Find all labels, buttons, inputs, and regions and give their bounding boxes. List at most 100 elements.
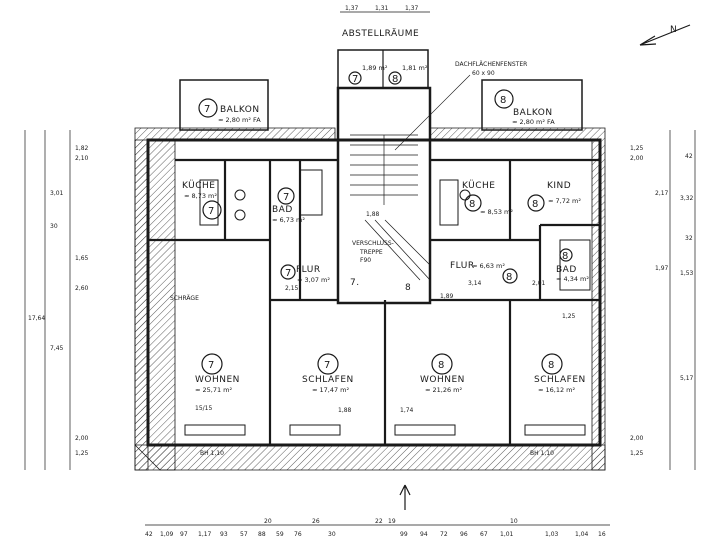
windows-bottom xyxy=(184,424,586,436)
room-circles xyxy=(198,71,573,375)
room-area: 1,81 m² xyxy=(402,64,428,72)
svg-text:5,17: 5,17 xyxy=(680,375,694,382)
room-area: ≈ 8,73 m² xyxy=(184,192,217,200)
svg-text:SCHRÄGE: SCHRÄGE xyxy=(170,295,199,302)
walls-apt-7 xyxy=(148,158,338,445)
svg-text:2,17: 2,17 xyxy=(655,190,669,197)
room-name: FLUR xyxy=(296,265,321,275)
room-name: SCHLAFEN xyxy=(534,375,586,385)
svg-text:2,00: 2,00 xyxy=(75,435,89,442)
dims-top: 1,37 1,31 1,37 xyxy=(345,5,419,12)
svg-text:1,03: 1,03 xyxy=(545,531,559,538)
room-labels: 7 BALKON ≈ 2,80 m² FA 8 BALKON ≈ 2,80 m²… xyxy=(182,64,589,394)
svg-text:BH 1,10: BH 1,10 xyxy=(530,450,554,457)
svg-text:1,65: 1,65 xyxy=(75,255,89,262)
room-name: KÜCHE xyxy=(462,180,496,191)
balkon-7-outline xyxy=(179,79,269,131)
room-area: ≈ 16,12 m² xyxy=(538,386,576,394)
dachfenster-label: DACHFLÄCHENFENSTER xyxy=(455,61,527,68)
svg-text:1,09: 1,09 xyxy=(160,531,174,538)
svg-text:2,60: 2,60 xyxy=(75,285,89,292)
svg-text:1,88: 1,88 xyxy=(338,407,352,414)
svg-text:1,25: 1,25 xyxy=(630,450,644,457)
svg-text:1,88: 1,88 xyxy=(366,211,380,218)
room-name: WOHNEN xyxy=(195,375,240,385)
room-name: KIND xyxy=(547,181,571,191)
svg-text:96: 96 xyxy=(460,531,468,538)
room-num: 8 xyxy=(438,360,444,371)
outer-wall xyxy=(146,138,602,447)
svg-text:72: 72 xyxy=(440,531,448,538)
dim-lines xyxy=(24,11,696,526)
svg-text:1,25: 1,25 xyxy=(562,313,576,320)
dims-bottom: 42 1,09 97 1,17 93 57 88 59 76 20 26 30 … xyxy=(145,518,606,538)
section-marker xyxy=(399,484,411,510)
svg-text:1,89: 1,89 xyxy=(440,293,454,300)
svg-text:26: 26 xyxy=(312,518,320,525)
skylight-pointer xyxy=(394,74,471,151)
svg-text:76: 76 xyxy=(294,531,302,538)
north-label: N xyxy=(670,25,677,35)
room-name: BAD xyxy=(556,265,577,275)
room-area: 1,89 m² xyxy=(362,64,388,72)
room-area: ≈ 2,80 m² FA xyxy=(218,116,261,124)
room-area: ≈ 7,72 m² xyxy=(548,197,581,205)
room-area: ≈ 4,34 m² xyxy=(556,275,589,283)
room-name: WOHNEN xyxy=(420,375,465,385)
north-arrow xyxy=(639,24,691,46)
svg-text:88: 88 xyxy=(258,531,266,538)
verschluss-label: VERSCHLUSS- xyxy=(352,240,394,247)
room-area: ≈ 6,73 m² xyxy=(272,216,305,224)
svg-text:BH 1,10: BH 1,10 xyxy=(200,450,224,457)
svg-text:59: 59 xyxy=(276,531,284,538)
svg-text:3,32: 3,32 xyxy=(680,195,694,202)
svg-text:2,00: 2,00 xyxy=(630,155,644,162)
svg-text:17,64: 17,64 xyxy=(28,315,45,322)
room-num: 7 xyxy=(283,192,289,203)
svg-text:3,14: 3,14 xyxy=(468,280,482,287)
room-area: ≈ 21,26 m² xyxy=(425,386,463,394)
svg-text:19: 19 xyxy=(388,518,396,525)
dims-misc: SCHRÄGE 1,25 BH 1,10 15/15 1,88 1,74 BH … xyxy=(170,211,576,457)
room-name: BALKON xyxy=(220,105,260,115)
svg-text:97: 97 xyxy=(180,531,188,538)
room-num: 8 xyxy=(500,95,506,106)
svg-text:2,15: 2,15 xyxy=(285,285,299,292)
dachfenster-size: 60 x 90 xyxy=(472,70,495,77)
svg-text:2,01: 2,01 xyxy=(532,280,546,287)
balkon-8-outline xyxy=(481,79,583,131)
room-name: KÜCHE xyxy=(182,180,216,191)
svg-text:2,00: 2,00 xyxy=(630,435,644,442)
room-name: BAD xyxy=(272,205,293,215)
svg-text:15/15: 15/15 xyxy=(195,405,212,412)
svg-text:1,97: 1,97 xyxy=(655,265,669,272)
svg-text:1,82: 1,82 xyxy=(75,145,89,152)
svg-text:1,04: 1,04 xyxy=(575,531,589,538)
room-name: SCHLAFEN xyxy=(302,375,354,385)
room-num: 8 xyxy=(562,251,568,262)
room-num: 7 xyxy=(352,74,358,85)
svg-text:30: 30 xyxy=(328,531,336,538)
roof-hatch-bottom xyxy=(134,444,606,471)
room-num: 7 xyxy=(208,206,214,217)
treppe-label: TREPPE xyxy=(359,249,383,256)
svg-text:1,37: 1,37 xyxy=(405,5,419,12)
svg-text:16: 16 xyxy=(598,531,606,538)
room-num: 8 xyxy=(532,199,538,210)
svg-text:30: 30 xyxy=(50,223,58,230)
svg-text:57: 57 xyxy=(240,531,248,538)
svg-text:1,17: 1,17 xyxy=(198,531,212,538)
room-num: 8 xyxy=(469,199,475,210)
room-area: ≈ 3,07 m² xyxy=(297,276,330,284)
svg-text:3,01: 3,01 xyxy=(50,190,64,197)
svg-text:1,31: 1,31 xyxy=(375,5,389,12)
svg-text:32: 32 xyxy=(685,235,693,242)
room-area: ≈ 2,80 m² FA xyxy=(512,118,555,126)
abstellraeume-label: ABSTELLRÄUME xyxy=(342,28,419,39)
room-name: FLUR xyxy=(450,261,475,271)
svg-text:22: 22 xyxy=(375,518,383,525)
svg-text:2,10: 2,10 xyxy=(75,155,89,162)
dims-right: 1,25 2,00 42 2,17 3,32 32 1,97 1,53 5,17… xyxy=(630,145,694,457)
room-area: ≈ 25,71 m² xyxy=(195,386,233,394)
